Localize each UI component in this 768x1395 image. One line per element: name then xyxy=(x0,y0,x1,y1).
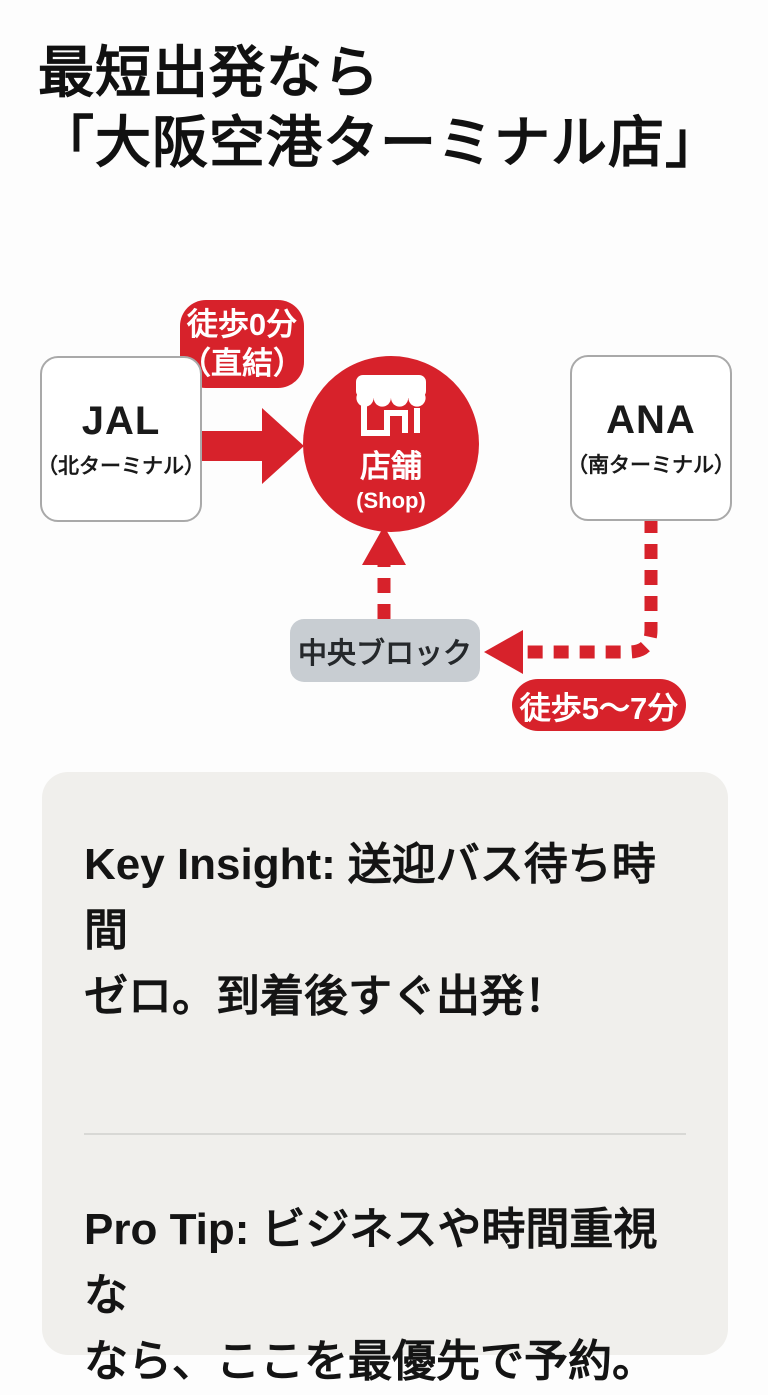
shop-sublabel: (Shop) xyxy=(356,487,426,513)
pro-tip-text: Pro Tip:ビジネスや時間重視ななら、ここを最優先で予約。 xyxy=(84,1197,686,1395)
pro-tip-line1: ビジネスや時間重視な xyxy=(84,1205,658,1320)
shop-label: 店舗 xyxy=(360,448,422,484)
pro-tip-label: Pro Tip: xyxy=(84,1205,250,1254)
page-title-line1: 最短出発なら xyxy=(38,41,380,104)
central-block-box: 中央ブロック xyxy=(290,619,480,682)
key-insight-label: Key Insight: xyxy=(84,840,336,889)
shop-node: 店舗 (Shop) xyxy=(303,356,479,532)
ana-label: ANA xyxy=(606,397,696,442)
central-block-label: 中央ブロック xyxy=(297,637,472,670)
card-divider xyxy=(84,1133,686,1135)
page-title: 最短出発なら 「大阪空港ターミナル店」 xyxy=(38,38,738,178)
ana-terminal-box: ANA （南ターミナル） xyxy=(567,355,735,521)
key-insight-line2: ゼロ。到着後すぐ出発！ xyxy=(84,972,568,1021)
ana-to-central-dashed-path xyxy=(484,518,658,674)
jal-to-shop-arrow xyxy=(198,408,304,484)
terminal-access-diagram: 徒歩0分 （直結） JAL （北ターミナル） ANA （南ターミナル） 店舗 (… xyxy=(37,300,735,731)
insight-card: Key Insight:送迎バス待ち時間ゼロ。到着後すぐ出発！ Pro Tip:… xyxy=(42,772,728,1386)
storefront-icon xyxy=(356,374,426,436)
jal-terminal-box: JAL （北ターミナル） xyxy=(37,356,205,522)
pro-tip-line2: なら、ここを最優先で予約。 xyxy=(84,1337,656,1386)
jal-label: JAL xyxy=(81,398,161,443)
walk-direct-badge-line1: 徒歩0分 xyxy=(186,307,298,342)
page-title-line2: 「大阪空港ターミナル店」 xyxy=(38,111,722,174)
ana-terminal-label: （南ターミナル） xyxy=(567,453,735,477)
central-to-shop-dashed-arrow xyxy=(362,526,406,619)
walk-time-badge: 徒歩5〜7分 xyxy=(512,679,686,731)
diagram-connectors xyxy=(198,408,658,674)
walk-time-badge-label: 徒歩5〜7分 xyxy=(519,690,679,726)
key-insight-text: Key Insight:送迎バス待ち時間ゼロ。到着後すぐ出発！ xyxy=(84,832,686,1030)
jal-terminal-label: （北ターミナル） xyxy=(37,454,205,478)
key-insight-line1: 送迎バス待ち時間 xyxy=(84,840,656,955)
